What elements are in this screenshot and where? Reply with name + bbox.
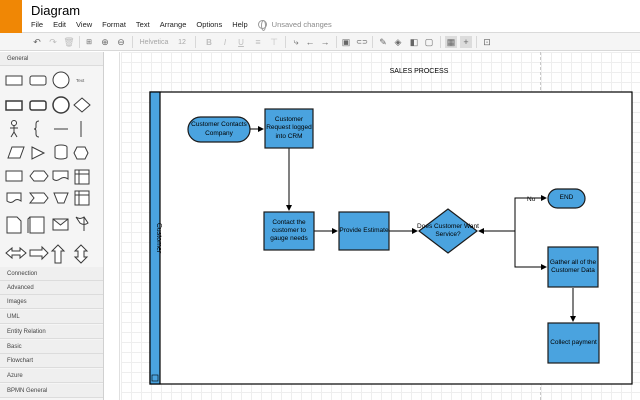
section-images[interactable]: Images <box>0 295 103 309</box>
italic-button[interactable]: I <box>223 37 227 47</box>
insert-icon[interactable]: + <box>460 36 472 48</box>
menu-view[interactable]: View <box>76 19 93 29</box>
menu-options[interactable]: Options <box>196 19 223 29</box>
arrow-end-icon[interactable]: → <box>320 37 330 47</box>
align-icon[interactable]: ≡ <box>255 37 261 47</box>
menu-bar: File Edit View Format Text Arrange Optio… <box>31 18 332 31</box>
node-provide-estimate[interactable]: Provide Estimate <box>338 211 390 251</box>
node-label: Collect payment <box>550 338 597 346</box>
vertical-align-icon[interactable]: ⊤ <box>270 36 278 47</box>
shadow-icon[interactable]: ◧ <box>409 36 419 47</box>
section-azure[interactable]: Azure <box>0 369 103 383</box>
menu-help[interactable]: Help <box>232 19 248 29</box>
arrow-start-icon[interactable]: ← <box>305 37 315 47</box>
section-bpmn-general[interactable]: BPMN General <box>0 384 103 398</box>
node-decision[interactable]: Does Customer Want Service? <box>417 208 479 254</box>
zoom-out-icon[interactable]: ⊖ <box>117 36 125 47</box>
node-label: Customer Request logged into CRM <box>266 116 312 140</box>
node-label: Does Customer Want Service? <box>417 222 479 238</box>
pool-label: Customer <box>155 223 162 254</box>
rounded-icon[interactable]: ▢ <box>424 36 434 47</box>
shape-sidebar: General <box>0 52 104 400</box>
menu-arrange[interactable]: Arrange <box>159 19 187 29</box>
sidebar-splitter[interactable] <box>104 52 120 400</box>
section-general[interactable]: General <box>0 52 103 66</box>
menu-format[interactable]: Format <box>102 19 126 29</box>
node-label: Customer Contacts Company <box>191 121 247 137</box>
bold-button[interactable]: B <box>206 37 212 47</box>
node-end[interactable]: END <box>547 188 586 209</box>
toolbar: ↶ ↷ 🗑 ⊞ ⊕ ⊖ Helvetica 12 B I U ≡ ⊤ ⤷ ← →… <box>0 33 640 51</box>
delete-icon[interactable]: 🗑 <box>63 36 75 47</box>
collapse-icon[interactable] <box>151 374 159 382</box>
menu-file[interactable]: File <box>31 19 44 29</box>
menu-edit[interactable]: Edit <box>53 19 67 29</box>
globe-icon[interactable] <box>257 19 267 31</box>
format-panel-icon[interactable]: ▦ <box>445 36 457 48</box>
node-collect-payment[interactable]: Collect payment <box>547 322 600 364</box>
diagram-svg: SALES PROCESS Customer No Customer Conta… <box>149 68 633 385</box>
edge-label-no: No <box>527 196 536 203</box>
fit-page-icon[interactable]: ⊞ <box>86 39 92 46</box>
document-title[interactable]: Diagram <box>31 3 81 18</box>
section-connection[interactable]: Connection <box>0 267 103 281</box>
node-request-logged[interactable]: Customer Request logged into CRM <box>264 108 314 149</box>
node-customer-contacts[interactable]: Customer Contacts Company <box>187 116 251 143</box>
text-shape: Text <box>76 78 85 83</box>
font-family-select[interactable]: Helvetica <box>139 38 169 46</box>
zoom-in-icon[interactable]: ⊕ <box>101 36 109 47</box>
edge-branch-gather <box>514 231 547 270</box>
edge-branch-end <box>514 195 547 231</box>
connector-style-icon[interactable]: ⤷ <box>293 36 299 47</box>
node-label: END <box>559 194 574 202</box>
line-color-icon[interactable]: ✎ <box>379 36 387 47</box>
link-icon[interactable]: ⊂⊃ <box>356 39 368 46</box>
fullscreen-icon[interactable]: ⊡ <box>483 36 491 47</box>
section-uml[interactable]: UML <box>0 310 103 324</box>
undo-icon[interactable]: ↶ <box>33 36 41 47</box>
section-entity-relation[interactable]: Entity Relation <box>0 325 103 339</box>
node-gauge-needs[interactable]: Contact the customer to gauge needs <box>263 211 315 251</box>
fill-color-icon[interactable]: ◈ <box>394 36 402 47</box>
node-label: Gather all of the Customer Data <box>549 258 597 274</box>
section-basic[interactable]: Basic <box>0 340 103 354</box>
app-logo <box>0 0 22 33</box>
redo-icon[interactable]: ↷ <box>49 36 57 47</box>
node-gather-data[interactable]: Gather all of the Customer Data <box>547 246 599 288</box>
font-size-input[interactable]: 12 <box>178 38 186 46</box>
node-label: Contact the customer to gauge needs <box>270 218 308 243</box>
shape-icons[interactable]: Text <box>0 67 104 319</box>
unsaved-status: Unsaved changes <box>271 19 332 29</box>
image-icon[interactable]: ▣ <box>341 36 351 47</box>
node-label: Provide Estimate <box>339 226 389 234</box>
underline-button[interactable]: U <box>238 37 244 47</box>
header: Diagram File Edit View Format Text Arran… <box>0 0 640 33</box>
diagram-canvas[interactable]: SALES PROCESS Customer No Customer Conta… <box>121 52 640 400</box>
section-advanced[interactable]: Advanced <box>0 281 103 295</box>
menu-text[interactable]: Text <box>135 19 150 29</box>
section-flowchart[interactable]: Flowchart <box>0 354 103 368</box>
pool-header[interactable] <box>149 91 161 385</box>
diagram-title: SALES PROCESS <box>390 68 449 75</box>
